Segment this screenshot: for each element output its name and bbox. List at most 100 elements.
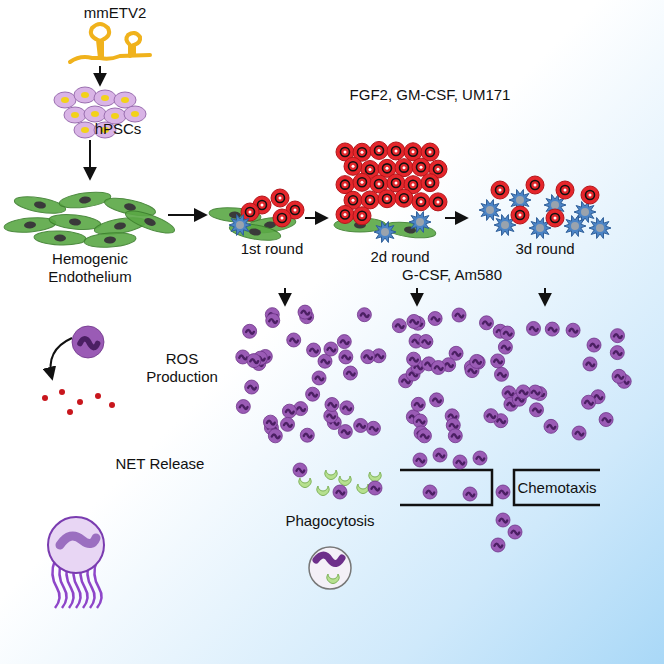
stem-cell <box>54 92 76 108</box>
stem-cell-nucleus <box>111 113 119 119</box>
neutrophil <box>431 361 445 375</box>
neutrophil <box>610 346 624 360</box>
stem-cell-nucleus <box>101 95 109 101</box>
neutrophil <box>392 319 406 333</box>
label: ROS Production <box>132 350 232 386</box>
myeloid-cell <box>229 215 251 236</box>
neutrophil <box>496 485 510 499</box>
neutrophil <box>582 395 596 409</box>
neutrophil <box>307 343 321 357</box>
red-cell <box>546 209 564 227</box>
myeloid-cell <box>409 212 431 233</box>
mrna-hairpin <box>70 24 150 62</box>
neutrophil <box>453 455 467 469</box>
neutrophil <box>72 326 104 358</box>
stem-cell <box>124 106 146 122</box>
ros-dot <box>67 409 73 415</box>
neutrophil <box>545 322 559 336</box>
red-cell <box>353 207 371 225</box>
label: G-CSF, Am580 <box>392 266 512 284</box>
neutrophil <box>287 333 301 347</box>
stem-cell-nucleus <box>71 112 79 118</box>
bacterium <box>325 470 337 479</box>
neutrophil <box>361 350 375 364</box>
neutrophil <box>448 429 462 443</box>
ros-dot <box>42 395 48 401</box>
neutrophil <box>354 418 368 432</box>
neutrophil <box>282 404 296 418</box>
red-cell <box>491 181 509 199</box>
neutrophil <box>293 463 307 477</box>
neutrophil <box>423 485 437 499</box>
neutrophil <box>473 451 487 465</box>
stem-cell <box>74 122 96 138</box>
label: 2d round <box>360 248 440 266</box>
neutrophil <box>470 354 484 368</box>
myeloid-cell <box>374 222 396 243</box>
stem-cell <box>84 106 106 122</box>
myeloid-cell <box>589 218 611 239</box>
stem-cell-nucleus <box>121 97 129 103</box>
label: Hemogenic Endothelium <box>25 250 155 286</box>
red-cell <box>336 205 354 223</box>
label: Phagocytosis <box>275 512 385 530</box>
neutrophil <box>236 400 250 414</box>
neutrophil <box>268 429 282 443</box>
endothelial-cell <box>13 194 67 217</box>
neutrophil <box>419 335 433 349</box>
neutrophil <box>491 538 505 552</box>
neutrophil <box>566 323 580 337</box>
red-cell <box>412 158 430 176</box>
neutrophil <box>491 354 505 368</box>
neutrophil <box>298 305 312 319</box>
endothelial-cell <box>58 189 111 210</box>
neutrophil <box>516 385 530 399</box>
endothelial-cell <box>84 231 137 249</box>
ros-dot <box>95 393 101 399</box>
neutrophil <box>413 453 427 467</box>
neutrophil <box>281 417 295 431</box>
neutrophil <box>411 397 425 411</box>
neutrophil <box>245 380 259 394</box>
phagocyte <box>309 547 351 589</box>
stem-cell <box>64 107 86 123</box>
stem-cell-nucleus <box>81 127 89 133</box>
neutrophil <box>500 326 514 340</box>
neutrophil <box>494 367 508 381</box>
ros-dot <box>59 389 65 395</box>
red-cell <box>581 186 599 204</box>
neutrophil <box>325 397 339 411</box>
label: NET Release <box>115 455 205 473</box>
neutrophil <box>508 525 522 539</box>
neutrophil <box>338 425 352 439</box>
neutrophil <box>599 413 613 427</box>
neutrophil <box>247 354 261 368</box>
neutrophil <box>587 338 601 352</box>
neutrophil <box>463 487 477 501</box>
red-cell <box>353 173 371 191</box>
red-cell <box>273 209 291 227</box>
red-cell <box>344 157 362 175</box>
red-cell <box>370 141 388 159</box>
neutrophil <box>263 415 277 429</box>
stem-cell-nucleus <box>131 111 139 117</box>
myeloid-cell <box>564 216 586 237</box>
label: 1st round <box>232 240 312 258</box>
neutrophil <box>611 329 625 343</box>
neutrophil <box>324 342 338 356</box>
neutrophil <box>428 312 442 326</box>
red-cell <box>429 193 447 211</box>
neutrophil <box>266 314 280 328</box>
neutrophil <box>430 393 444 407</box>
neutrophil <box>366 421 380 435</box>
neutrophil <box>583 357 597 371</box>
bacterium <box>369 472 381 481</box>
neutrophil <box>368 481 382 495</box>
red-cell <box>378 190 396 208</box>
stem-cell <box>74 87 96 103</box>
neutrophil <box>340 401 354 415</box>
ros-dot <box>77 399 83 405</box>
red-cell <box>421 174 439 192</box>
